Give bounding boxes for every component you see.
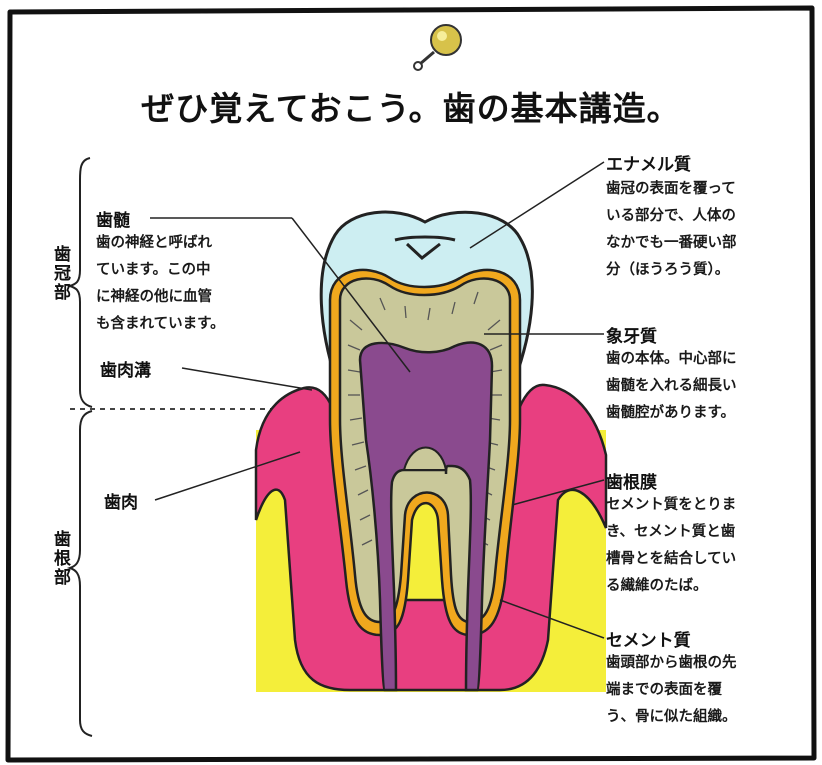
dentin-label: 象牙質 xyxy=(606,322,657,347)
ligament-label: 歯根膜 xyxy=(606,468,657,493)
pulp-label: 歯髄 xyxy=(96,206,130,231)
gingival-sulcus-label: 歯肉溝 xyxy=(100,356,151,381)
cementum-label: セメント質 xyxy=(606,626,691,651)
pulp-description: 歯の神経と呼ばれ ています。この中 に神経の他に血管 も含まれています。 xyxy=(96,230,225,338)
enamel-label: エナメル質 xyxy=(606,150,691,175)
ligament-description: セメント質をとりま き、セメント質と歯 槽骨とを結合してい る繊維のたば。 xyxy=(606,492,736,600)
gum-label: 歯肉 xyxy=(104,488,138,513)
dentin-description: 歯の本体。中心部に 歯髄を入れる細長い 歯髄腔があります。 xyxy=(606,346,737,427)
enamel-description: 歯冠の表面を覆って いる部分で、人体の なかでも一番硬い部 分（ほうろう質）。 xyxy=(606,176,737,284)
cementum-description: 歯頭部から歯根の先 端までの表面を覆 う、骨に似た組織。 xyxy=(606,650,737,731)
